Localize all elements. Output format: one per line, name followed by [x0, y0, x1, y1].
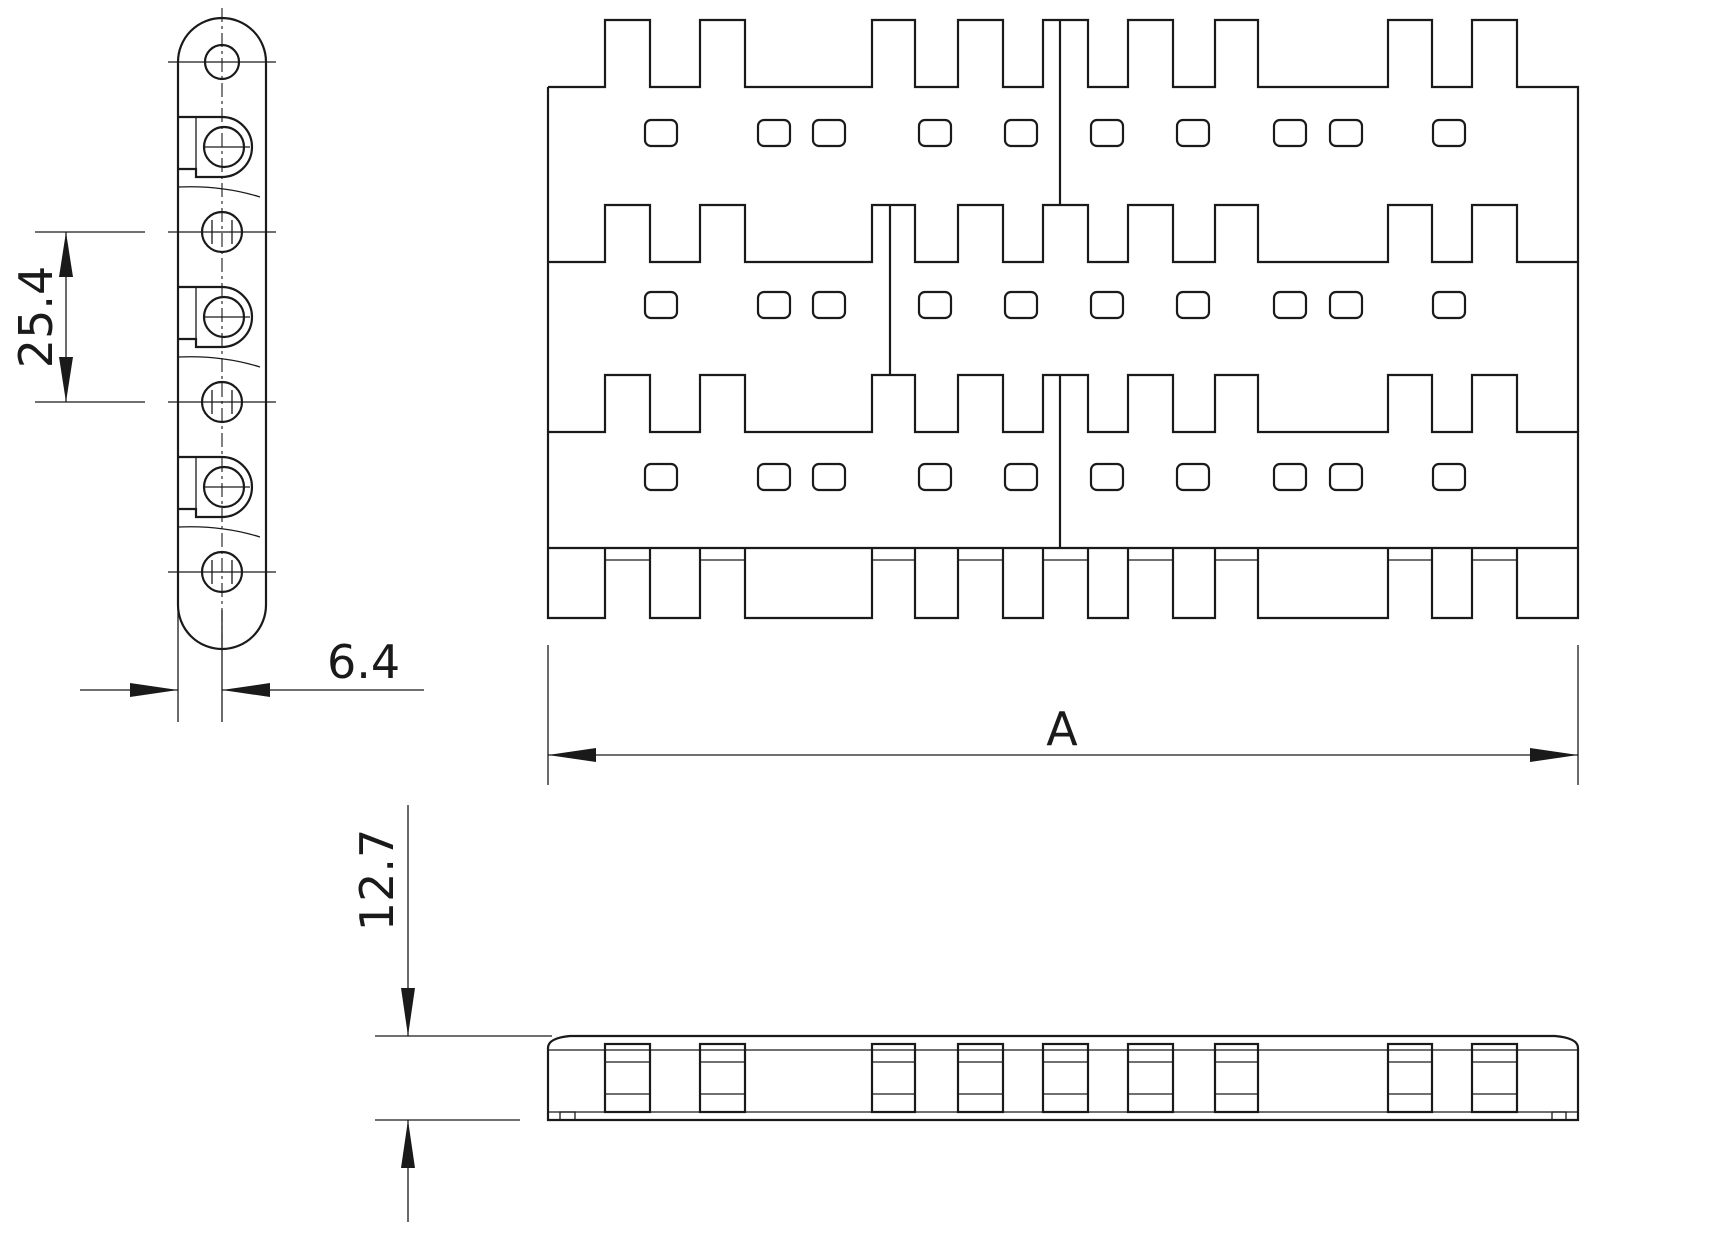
window	[1272, 118, 1308, 148]
module-row	[548, 373, 1580, 548]
window	[1328, 290, 1364, 320]
window	[756, 290, 792, 320]
height-dimension: 12.7	[350, 805, 552, 1222]
window	[1089, 118, 1125, 148]
front-tooth	[1470, 1042, 1519, 1114]
window	[1175, 118, 1211, 148]
window	[1272, 290, 1308, 320]
front-tooth	[1386, 1042, 1434, 1114]
window	[1089, 462, 1125, 492]
link-hook	[178, 455, 254, 519]
link-hook	[178, 115, 254, 179]
front-tooth	[698, 1042, 747, 1114]
front-tooth	[1213, 1042, 1260, 1114]
window	[643, 290, 679, 320]
window	[1003, 290, 1039, 320]
pin-hole	[200, 210, 244, 254]
link-hook	[178, 285, 254, 349]
top-view	[546, 18, 1580, 620]
window	[917, 290, 953, 320]
front-tooth	[870, 1042, 917, 1114]
bottom-edge	[546, 548, 1580, 620]
pin-offset-label: 6.4	[327, 635, 400, 689]
window	[756, 462, 792, 492]
window	[1272, 462, 1308, 492]
window	[1003, 462, 1039, 492]
window	[1431, 118, 1467, 148]
window	[1003, 118, 1039, 148]
front-tooth	[603, 1042, 652, 1114]
module-row	[548, 203, 1580, 432]
front-tooth	[1041, 1042, 1090, 1114]
pin-hole	[203, 43, 241, 81]
pin-offset-dimension: 6.4	[80, 610, 424, 722]
width-dimension: A	[547, 645, 1579, 785]
pitch-label: 25.4	[9, 266, 63, 368]
window	[917, 118, 953, 148]
window	[811, 118, 847, 148]
front-tooth	[1126, 1042, 1175, 1114]
pin-hole	[200, 550, 244, 594]
window	[1328, 462, 1364, 492]
height-label: 12.7	[350, 829, 404, 931]
window	[1175, 462, 1211, 492]
width-label: A	[1046, 702, 1078, 756]
front-view	[546, 1034, 1580, 1122]
pitch-dimension: 25.4	[9, 231, 145, 403]
front-tooth	[956, 1042, 1005, 1114]
window	[1431, 462, 1467, 492]
window	[811, 290, 847, 320]
module-row	[548, 18, 1580, 262]
window	[643, 118, 679, 148]
window	[1175, 290, 1211, 320]
window	[1089, 290, 1125, 320]
window	[917, 462, 953, 492]
window	[811, 462, 847, 492]
pin-hole	[200, 380, 244, 424]
window	[1328, 118, 1364, 148]
side-view	[168, 8, 276, 651]
window	[643, 462, 679, 492]
window	[1431, 290, 1467, 320]
window	[756, 118, 792, 148]
